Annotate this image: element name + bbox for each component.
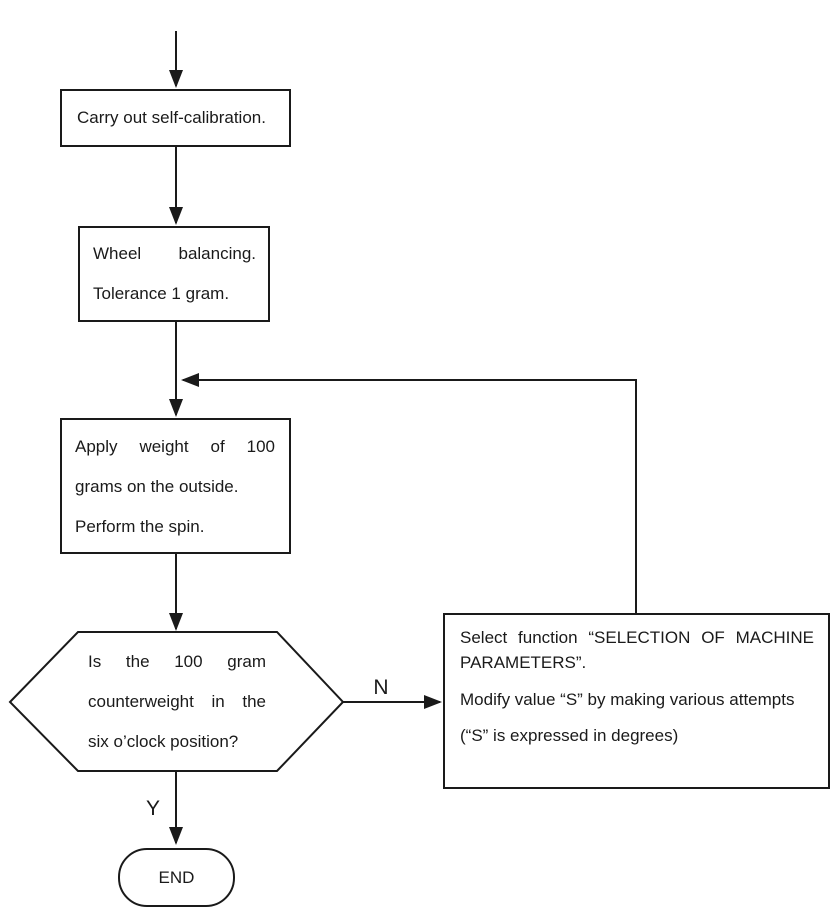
wheel-balancing-line-1: Wheel balancing. [93, 244, 256, 263]
decision-line-3: six o’clock position? [88, 732, 239, 751]
decision-line-2: counterweight in the [88, 692, 266, 711]
process-box-self-calibration-text: Carry out self-calibration. [77, 108, 266, 127]
process-box-apply-weight: Apply weight of 100 grams on the outside… [60, 418, 291, 554]
edge-label-yes: Y [145, 797, 160, 820]
apply-weight-line-3: Perform the spin. [75, 517, 205, 536]
process-box-wheel-balancing: Wheel balancing. Tolerance 1 gram. [78, 226, 270, 322]
decision-counterweight-position: Is the 100 gram counterweight in the six… [88, 642, 266, 762]
edge-label-no: N [373, 676, 389, 699]
apply-weight-line-2: grams on the outside. [75, 477, 239, 496]
decision-line-1: Is the 100 gram [88, 652, 266, 671]
terminator-end: END [118, 848, 235, 907]
edge-loop-parameters-to-junction [181, 373, 637, 613]
wheel-balancing-line-2: Tolerance 1 gram. [93, 284, 230, 303]
process-box-machine-parameters: Select function “SELECTION OF MACHINE PA… [443, 613, 830, 789]
terminator-end-text: END [158, 867, 195, 887]
process-box-self-calibration: Carry out self-calibration. [60, 89, 291, 147]
parameters-line-1: Select function “SELECTION OF MACHINE [460, 628, 814, 647]
parameters-line-2: PARAMETERS”. [460, 653, 587, 672]
parameters-line-3: Modify value “S” by making various attem… [460, 690, 795, 709]
parameters-line-4: (“S” is expressed in degrees) [460, 726, 679, 745]
apply-weight-line-1: Apply weight of 100 [75, 437, 275, 456]
